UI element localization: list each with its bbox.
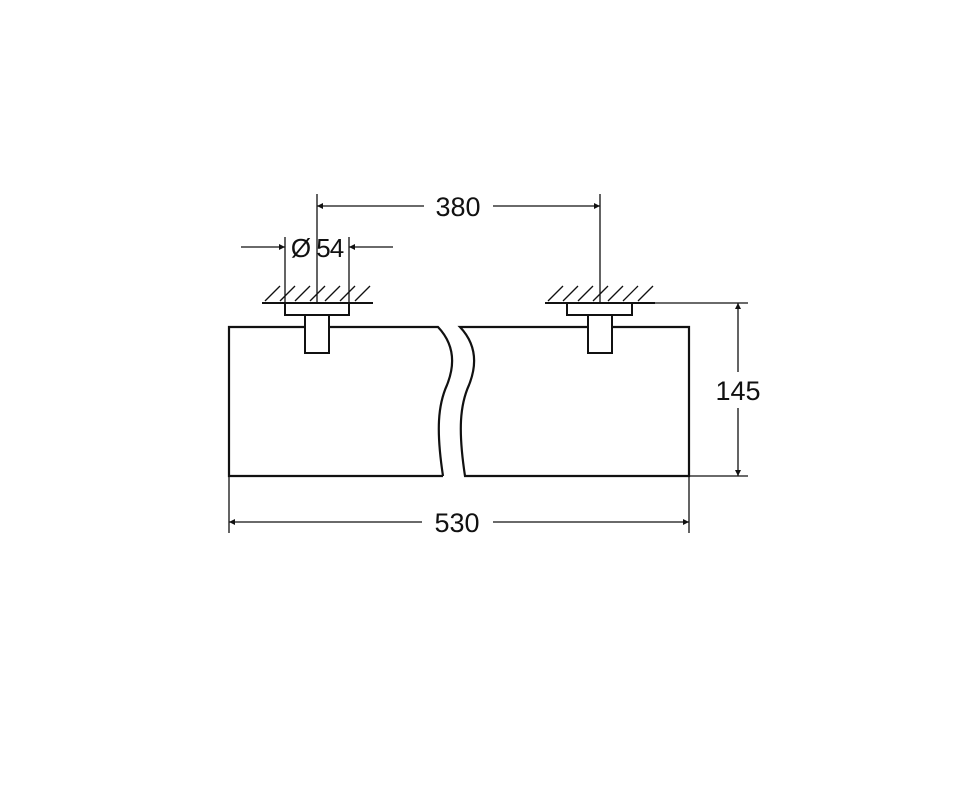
dimension-380 (316, 194, 601, 303)
dimension-label-530: 530 (434, 508, 479, 538)
shelf-panel-right (457, 325, 691, 478)
dimension-145 (632, 302, 748, 477)
mount-left (284, 302, 350, 354)
mount-right (566, 302, 633, 354)
dimension-label-diameter: Ø 54 (291, 233, 344, 263)
dimension-label-380: 380 (435, 192, 480, 222)
dimension-label-145: 145 (715, 376, 760, 406)
shelf-panel-left (227, 325, 454, 478)
dimension-diameter (241, 237, 393, 303)
dimension-530 (228, 476, 690, 533)
